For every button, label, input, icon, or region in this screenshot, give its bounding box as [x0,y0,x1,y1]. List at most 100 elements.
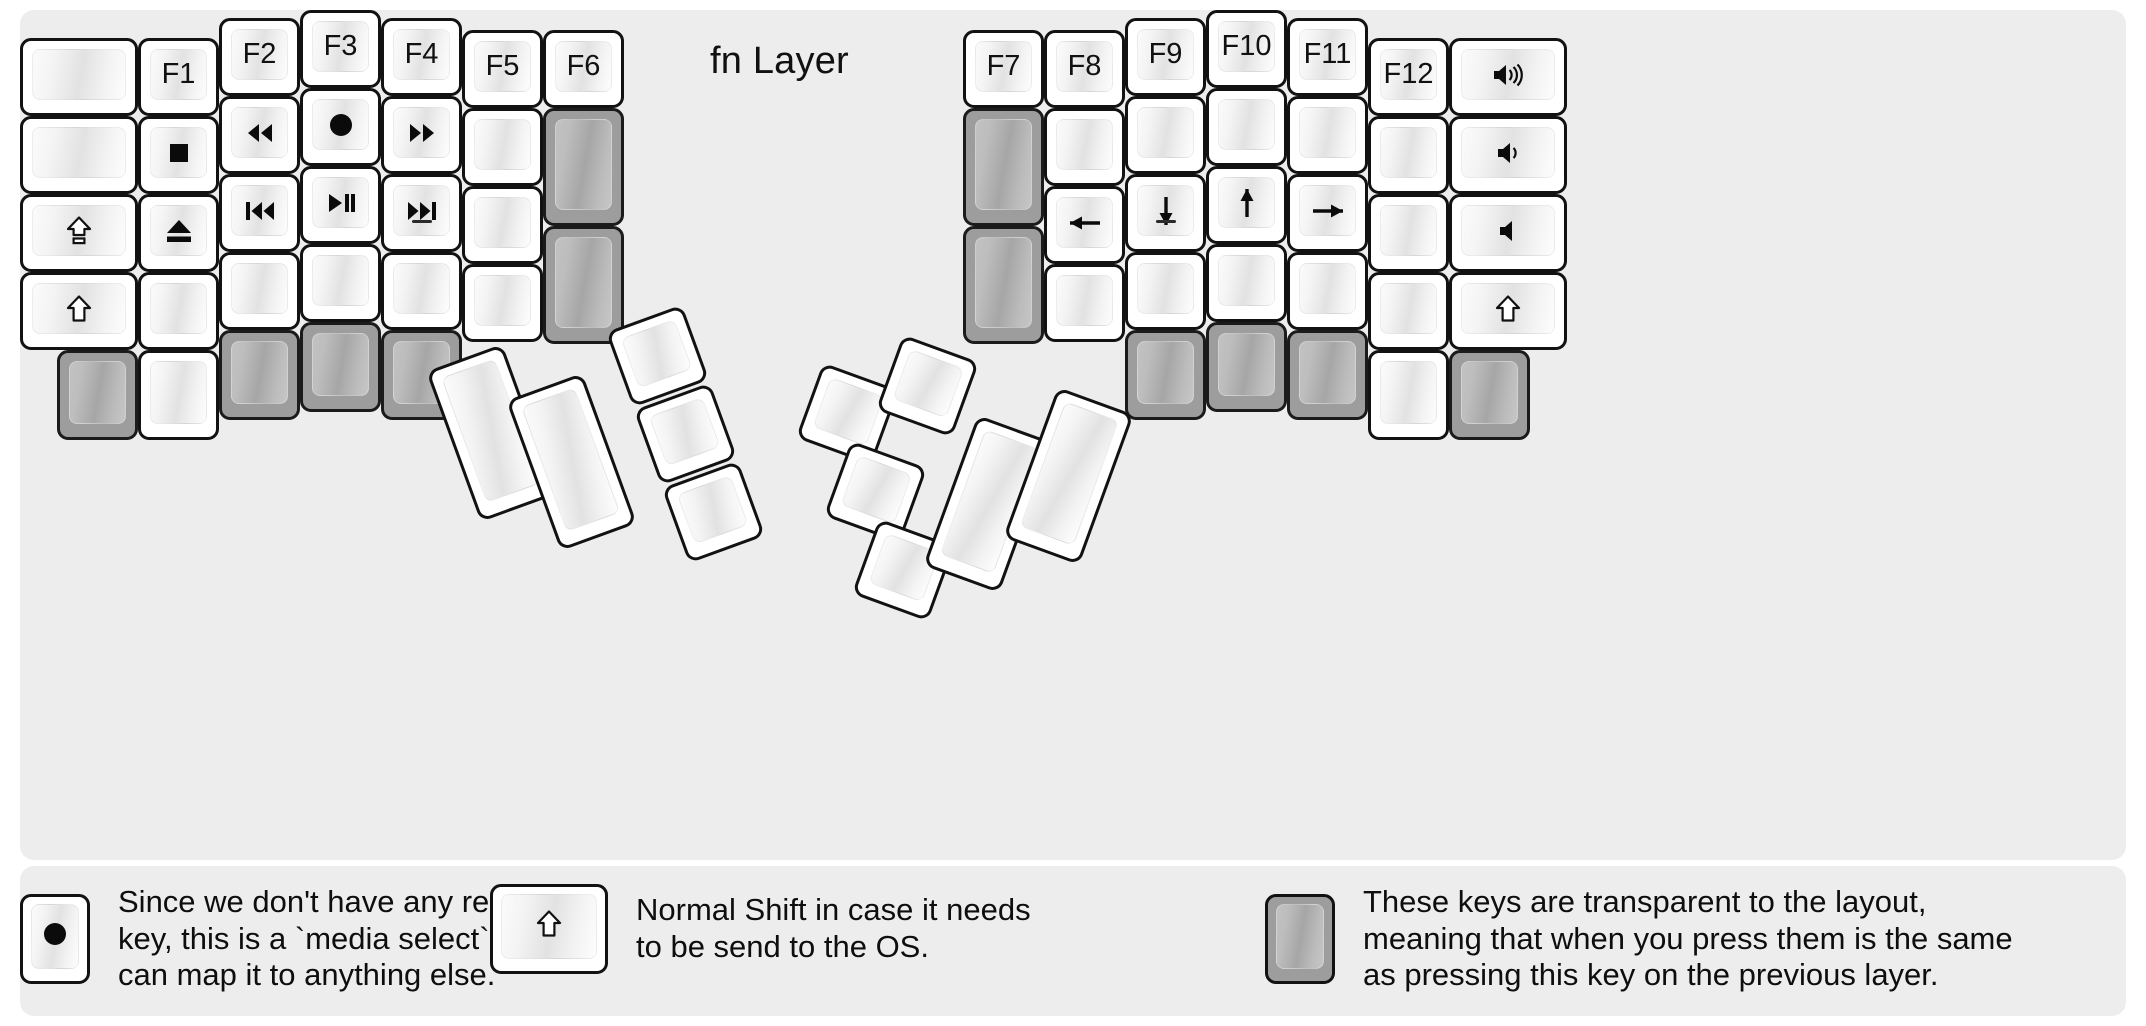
volume-down-icon [1495,140,1521,166]
key-left-c5-r3[interactable] [462,264,543,342]
key-right-c4-r4-transparent[interactable] [1287,330,1368,420]
keycap-face [676,475,749,545]
key-legend: F4 [404,38,439,70]
key-right-c4-r1[interactable] [1287,96,1368,174]
key-left-c6-r1-transparent-tall[interactable] [543,108,624,226]
keycap-face [69,361,126,424]
key-left-c6-r2-transparent-tall[interactable] [543,226,624,344]
legend-text-transparent: These keys are transparent to the layout… [1363,884,2013,993]
key-right-c3-r3[interactable] [1206,244,1287,322]
key-right-c2-r0-f9[interactable]: F9 [1125,18,1206,96]
key-left-c5-r1[interactable] [462,108,543,186]
media-fast-forward-icon [407,122,437,144]
key-left-c6-r0-f6[interactable]: F6 [543,30,624,108]
key-left-c2-r1-rewind[interactable] [219,96,300,174]
legend-key-shift[interactable] [490,884,608,974]
key-right-c1-r2-arrow-left[interactable] [1044,186,1125,264]
key-left-c1-r3[interactable] [138,272,219,350]
key-right-c3-r0-f10[interactable]: F10 [1206,10,1287,88]
key-right-c0-r0-f7[interactable]: F7 [963,30,1044,108]
key-legend: F2 [242,38,277,70]
keycap-face [812,377,885,447]
keycap-face: F8 [1056,41,1113,92]
keycap-face [620,319,693,389]
key-left-c1-r0-f1[interactable]: F1 [138,38,219,116]
key-right-c0-r2-transparent-tall[interactable] [963,226,1044,344]
key-right-c3-r4-transparent[interactable] [1206,322,1287,412]
key-legend: F11 [1303,38,1352,70]
keycap-face [1461,205,1555,256]
key-right-c5-r1[interactable] [1368,116,1449,194]
key-right-c2-r2-arrow-down[interactable] [1125,174,1206,252]
legend-item-transparent: These keys are transparent to the layout… [1265,884,2013,994]
key-left-c0-r2-capslock[interactable] [20,194,138,272]
key-right-c1-r0-f8[interactable]: F8 [1044,30,1125,108]
key-right-c1-r3[interactable] [1044,264,1125,342]
keycap-face [150,205,207,256]
keycap-face [393,107,450,158]
key-left-c5-r2[interactable] [462,186,543,264]
key-left-c0-r4-transparent[interactable] [57,350,138,440]
keycap-face [231,185,288,236]
key-right-c3-r2-arrow-up[interactable] [1206,166,1287,244]
key-left-c3-r4-transparent[interactable] [300,322,381,412]
keycap-face [312,255,369,306]
key-right-c5-r0-f12[interactable]: F12 [1368,38,1449,116]
key-right-c4-r3[interactable] [1287,252,1368,330]
key-right-c5-r4[interactable] [1368,350,1449,440]
keycap-face [1218,255,1275,306]
key-right-c2-r1[interactable] [1125,96,1206,174]
key-left-c5-r0-f5[interactable]: F5 [462,30,543,108]
key-left-c4-r1-fast-forward[interactable] [381,96,462,174]
key-left-c4-r2-next[interactable] [381,174,462,252]
key-legend: F10 [1221,30,1272,62]
key-right-c0-r1-transparent-tall[interactable] [963,108,1044,226]
keycap-face: F11 [1299,29,1356,80]
key-right-thumb-1[interactable] [875,334,980,438]
key-left-c2-r3[interactable] [219,252,300,330]
legend-key-record[interactable] [20,893,90,984]
keycap-face [975,119,1032,210]
media-record-icon [328,112,354,138]
key-left-c4-r0-f4[interactable]: F4 [381,18,462,96]
key-left-c1-r1-stop[interactable] [138,116,219,194]
key-right-c6-r4-transparent[interactable] [1449,350,1530,440]
key-right-c1-r1[interactable] [1044,108,1125,186]
keycap-face: F2 [231,29,288,80]
key-left-c2-r2-previous[interactable] [219,174,300,252]
key-right-c5-r3[interactable] [1368,272,1449,350]
key-right-c6-r0-volume-up[interactable] [1449,38,1567,116]
media-previous-icon [244,200,276,222]
key-right-c2-r4-transparent[interactable] [1125,330,1206,420]
keycap-face [648,397,721,467]
legend-key-transparent[interactable] [1265,893,1335,984]
key-left-c3-r2-play-pause[interactable] [300,166,381,244]
key-right-c6-r1-volume-down[interactable] [1449,116,1567,194]
key-right-c4-r0-f11[interactable]: F11 [1287,18,1368,96]
key-left-c4-r3[interactable] [381,252,462,330]
key-right-c3-r1[interactable] [1206,88,1287,166]
homing-bar [411,220,432,223]
volume-up-icon [1491,62,1525,88]
key-legend: F7 [986,50,1021,82]
key-left-c3-r1-record[interactable] [300,88,381,166]
key-right-c2-r3[interactable] [1125,252,1206,330]
key-right-c4-r2-arrow-right[interactable] [1287,174,1368,252]
key-left-c3-r3[interactable] [300,244,381,322]
keycap-face [1137,263,1194,314]
key-left-c2-r0-f2[interactable]: F2 [219,18,300,96]
key-right-c6-r3-shift[interactable] [1449,272,1567,350]
key-left-c3-r0-f3[interactable]: F3 [300,10,381,88]
key-legend: F8 [1067,50,1102,82]
key-left-c2-r4-transparent[interactable] [219,330,300,420]
keycap-face [1461,361,1518,424]
key-right-c5-r2[interactable] [1368,194,1449,272]
key-left-c0-r3-shift[interactable] [20,272,138,350]
keycap-face [1461,283,1555,334]
key-left-c0-r1[interactable] [20,116,138,194]
key-right-c6-r2-volume-mute[interactable] [1449,194,1567,272]
arrow-right-icon [1311,200,1345,222]
key-left-c1-r2-eject[interactable] [138,194,219,272]
key-left-c0-r0[interactable] [20,38,138,116]
key-left-c1-r4[interactable] [138,350,219,440]
